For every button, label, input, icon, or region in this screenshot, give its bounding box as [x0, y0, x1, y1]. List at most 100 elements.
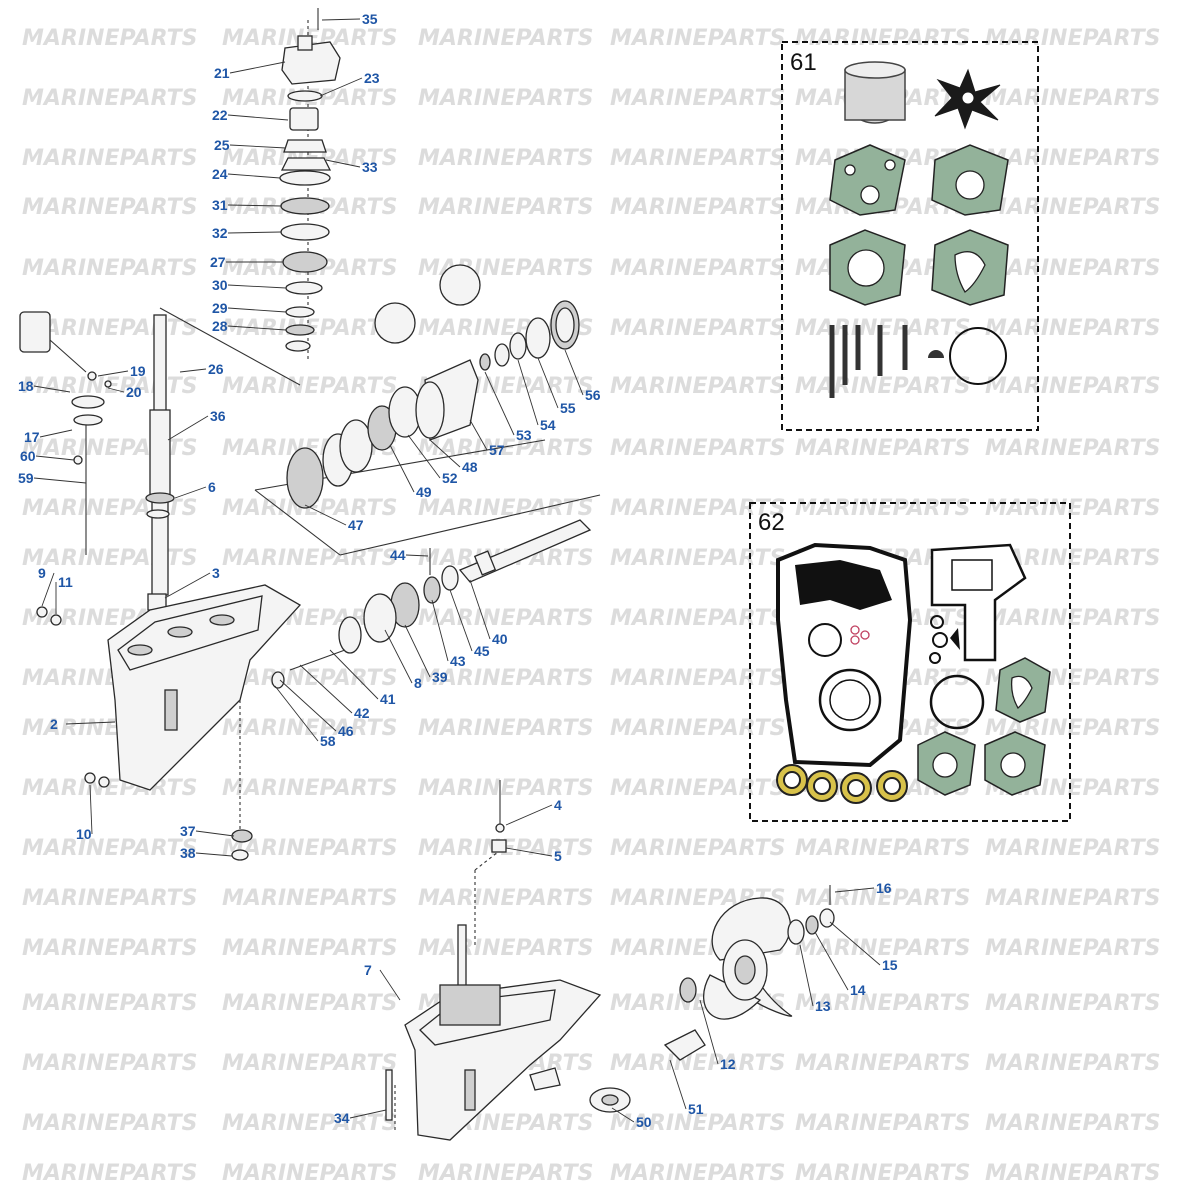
callout-leader — [611, 1107, 635, 1123]
callout-leader — [164, 572, 211, 599]
watermark-text: MARINEPARTS — [985, 991, 1160, 1016]
callout-leader — [469, 419, 488, 451]
callout-17: 17 — [24, 429, 40, 445]
callout-40: 40 — [492, 631, 508, 647]
callout-47: 47 — [348, 517, 364, 533]
callout-leader — [431, 599, 449, 662]
callout-31: 31 — [212, 197, 228, 213]
watermark-text: MARINEPARTS — [22, 146, 197, 171]
watermark-text: MARINEPARTS — [222, 776, 397, 801]
callout-50: 50 — [636, 1114, 652, 1130]
callout-leader — [407, 434, 441, 479]
watermark-text: MARINEPARTS — [985, 1161, 1160, 1186]
callout-39: 39 — [432, 669, 448, 685]
watermark-text: MARINEPARTS — [795, 374, 970, 399]
callout-29: 29 — [212, 300, 228, 316]
callout-4: 4 — [554, 797, 562, 813]
callout-leader — [379, 969, 401, 1001]
watermark-text: MARINEPARTS — [418, 936, 593, 961]
callout-55: 55 — [560, 400, 576, 416]
callout-leader — [304, 504, 347, 526]
watermark-text: MARINEPARTS — [610, 374, 785, 399]
callout-leader — [227, 231, 282, 234]
callout-leader — [349, 1109, 387, 1119]
callout-leader — [227, 173, 281, 179]
callout-leader — [179, 368, 207, 373]
callout-49: 49 — [416, 484, 432, 500]
callout-leader — [469, 579, 491, 640]
lower-unit-assembled — [385, 780, 706, 1141]
watermark-text: MARINEPARTS — [795, 886, 970, 911]
watermark-text: MARINEPARTS — [795, 991, 970, 1016]
callout-leader — [97, 370, 129, 377]
callout-leader — [227, 204, 282, 207]
watermark-text: MARINEPARTS — [22, 256, 197, 281]
callout-leader — [564, 349, 584, 396]
callout-13: 13 — [815, 998, 831, 1014]
watermark-text: MARINEPARTS — [610, 256, 785, 281]
watermark-text: MARINEPARTS — [222, 936, 397, 961]
watermark-text: MARINEPARTS — [610, 776, 785, 801]
callout-leader — [404, 624, 431, 678]
callout-57: 57 — [489, 442, 505, 458]
watermark-text: MARINEPARTS — [610, 1111, 785, 1136]
watermark-text: MARINEPARTS — [418, 886, 593, 911]
watermark-text: MARINEPARTS — [610, 836, 785, 861]
callout-leader — [505, 847, 553, 857]
callout-27: 27 — [210, 254, 226, 270]
callout-11: 11 — [58, 574, 73, 590]
callout-leader — [195, 852, 233, 857]
propeller — [703, 885, 835, 1020]
watermark-text: MARINEPARTS — [418, 26, 593, 51]
callout-58: 58 — [320, 733, 336, 749]
callout-48: 48 — [462, 459, 478, 475]
callout-20: 20 — [126, 384, 142, 400]
callout-43: 43 — [450, 653, 466, 669]
watermark-text: MARINEPARTS — [22, 26, 197, 51]
watermark-text: MARINEPARTS — [795, 436, 970, 461]
callout-38: 38 — [180, 845, 196, 861]
callout-42: 42 — [354, 705, 370, 721]
watermark-text: MARINEPARTS — [418, 666, 593, 691]
callout-leader — [195, 830, 235, 837]
watermark-text: MARINEPARTS — [985, 374, 1160, 399]
callout-leader — [39, 429, 73, 438]
callout-leader — [329, 649, 379, 700]
watermark-text: MARINEPARTS — [222, 546, 397, 571]
kit-62-gasket: 62 — [749, 502, 1071, 822]
watermark-text: MARINEPARTS — [610, 195, 785, 220]
callout-32: 32 — [212, 225, 228, 241]
watermark-text: MARINEPARTS — [610, 86, 785, 111]
shift-rod-assembly — [19, 311, 112, 555]
callout-44: 44 — [390, 547, 406, 563]
watermark-text: MARINEPARTS — [222, 886, 397, 911]
callout-37: 37 — [180, 823, 196, 839]
callout-leader — [107, 387, 125, 393]
watermark-text: MARINEPARTS — [418, 195, 593, 220]
callout-leader — [33, 477, 87, 484]
watermark-text: MARINEPARTS — [222, 836, 397, 861]
watermark-text: MARINEPARTS — [985, 1111, 1160, 1136]
watermark-text: MARINEPARTS — [795, 836, 970, 861]
callout-24: 24 — [212, 166, 228, 182]
callout-14: 14 — [850, 982, 866, 998]
callout-leader — [227, 325, 287, 331]
callout-9: 9 — [38, 565, 46, 581]
watermark-text: MARINEPARTS — [418, 606, 593, 631]
callout-7: 7 — [364, 962, 372, 978]
callout-41: 41 — [380, 691, 396, 707]
callout-leader — [41, 572, 55, 607]
watermark-text: MARINEPARTS — [985, 195, 1160, 220]
watermark-text: MARINEPARTS — [610, 316, 785, 341]
watermark-text: MARINEPARTS — [22, 776, 197, 801]
watermark-text: MARINEPARTS — [222, 716, 397, 741]
callout-8: 8 — [414, 675, 422, 691]
kit-61-water-pump: 61 — [781, 41, 1039, 431]
callout-2: 2 — [50, 716, 58, 732]
callout-leader — [505, 804, 553, 826]
watermark-text: MARINEPARTS — [985, 26, 1160, 51]
callout-leader — [279, 679, 337, 732]
callout-leader — [405, 554, 429, 557]
callout-10: 10 — [76, 826, 92, 842]
